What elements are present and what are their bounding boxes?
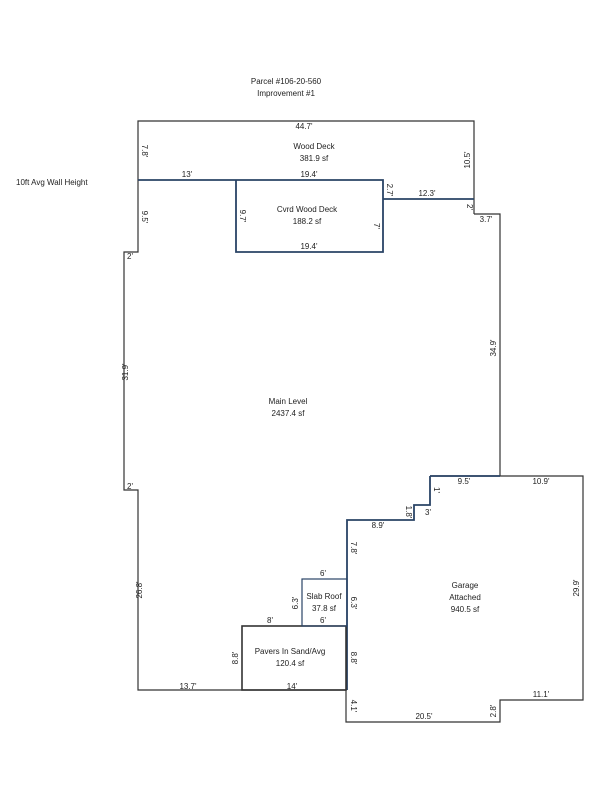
pavers-outline <box>241 625 347 691</box>
dim-label: 29.9' <box>572 579 581 597</box>
pavers-label: Pavers In Sand/Avg <box>255 647 326 656</box>
main-level-area: 2437.4 sf <box>272 409 306 418</box>
slab-roof-outline <box>301 578 348 627</box>
dim-label: 7.8' <box>140 145 149 158</box>
garage-outline <box>345 475 584 723</box>
cvrd-deck-area: 188.2 sf <box>293 217 322 226</box>
dim-label: 7.8' <box>349 542 358 555</box>
dim-label: 2' <box>127 482 133 491</box>
dim-label: 13' <box>182 170 193 179</box>
wood-deck-label: Wood Deck <box>293 142 335 151</box>
dim-label: 2.8' <box>489 704 498 717</box>
dim-label: 20.5' <box>415 712 433 721</box>
garage-area: 940.5 sf <box>451 605 480 614</box>
dim-label: 3' <box>425 508 431 517</box>
main-level-label: Main Level <box>269 397 308 406</box>
dim-label: 13.7' <box>179 682 197 691</box>
dim-label: 12.3' <box>418 189 436 198</box>
wood-deck-outline <box>137 120 475 214</box>
cvrd-deck-outline <box>138 179 474 253</box>
dim-label: 4.1' <box>349 700 358 713</box>
dim-label: 2.7' <box>385 184 394 197</box>
dim-label: 1' <box>432 487 441 493</box>
dim-label: 6' <box>320 616 326 625</box>
dim-label: 9.5' <box>140 211 149 224</box>
dim-label: 2' <box>127 252 133 261</box>
wood-deck-area: 381.9 sf <box>300 154 329 163</box>
garage-label: Garage <box>452 581 479 590</box>
cvrd-deck-label: Cvrd Wood Deck <box>277 205 338 214</box>
dim-label: 6' <box>320 569 326 578</box>
slab-roof-area: 37.8 sf <box>312 604 337 613</box>
dim-label: 11.1' <box>533 690 550 699</box>
dim-label: 14' <box>287 682 298 691</box>
dim-label: 34.9' <box>489 339 498 357</box>
dim-label: 8.9' <box>372 521 385 530</box>
dim-label: 10.9' <box>532 477 550 486</box>
dim-label: 1.8' <box>404 506 413 519</box>
dim-label: 31.9' <box>121 363 130 381</box>
dim-label: 26.8' <box>135 581 144 599</box>
dim-label: 2' <box>465 204 474 210</box>
dim-label: 9.7' <box>238 210 247 223</box>
wall-height-note: 10ft Avg Wall Height <box>16 178 88 187</box>
dim-label: 19.4' <box>300 242 318 251</box>
slab-roof-label: Slab Roof <box>306 592 342 601</box>
dim-label: 19.4' <box>300 170 318 179</box>
dim-label: 6.3' <box>291 596 300 609</box>
dim-label: 7' <box>372 223 381 229</box>
dim-label: 8.8' <box>349 652 358 665</box>
pavers-area: 120.4 sf <box>276 659 305 668</box>
garage-main-shared-wall <box>346 475 500 690</box>
main-level-outline <box>123 180 501 691</box>
dim-label: 8' <box>267 616 273 625</box>
dim-label: 8.8' <box>231 651 240 664</box>
dim-label: 44.7' <box>295 122 313 131</box>
dim-label: 10.5' <box>463 151 472 169</box>
dim-label: 6.3' <box>349 597 358 610</box>
dim-label: 3.7' <box>480 215 493 224</box>
parcel-title: Parcel #106-20-560 <box>251 77 322 86</box>
garage-label-2: Attached <box>449 593 481 602</box>
improvement-title: Improvement #1 <box>257 89 315 98</box>
dim-label: 9.5' <box>458 477 471 486</box>
